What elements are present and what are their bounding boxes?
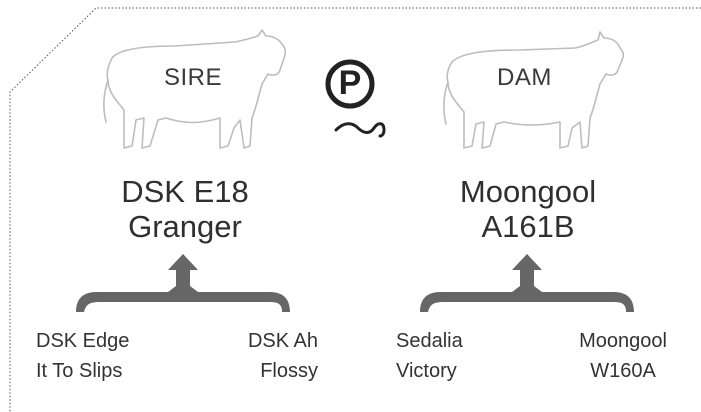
sire-parent-left-line1: DSK Edge bbox=[36, 330, 130, 352]
sire-cow-icon bbox=[103, 29, 287, 149]
dam-label: DAM bbox=[497, 64, 552, 91]
dam-bracket bbox=[420, 254, 634, 312]
sire-name-line2: Granger bbox=[128, 209, 242, 244]
sire-parent-right-line1: DSK Ah bbox=[247, 330, 318, 352]
dam-parent-left-line2: Victory bbox=[396, 360, 457, 382]
sire-parent-left-line2: It To Slips bbox=[36, 360, 123, 382]
frame-border bbox=[9, 7, 701, 412]
polled-icon bbox=[325, 59, 386, 138]
polled-letter: P bbox=[338, 64, 362, 102]
dam-name-line2: A161B bbox=[481, 209, 575, 244]
sire-bracket bbox=[76, 254, 290, 312]
dam-parent-left-line1: Sedalia bbox=[396, 330, 463, 352]
dam-parent-right: Moongool W160A bbox=[568, 326, 678, 386]
sire-name-line1: DSK E18 bbox=[121, 174, 249, 209]
sire-parent-right: DSK Ah Flossy bbox=[218, 326, 318, 386]
dam-cow-icon bbox=[443, 31, 625, 149]
dam-parent-right-line1: Moongool bbox=[579, 330, 667, 352]
dam-name-line1: Moongool bbox=[459, 174, 597, 209]
dam-name: Moongool A161B bbox=[418, 174, 638, 244]
sire-label: SIRE bbox=[164, 64, 223, 91]
sire-parent-right-line2: Flossy bbox=[260, 360, 318, 382]
dam-parent-right-line2: W160A bbox=[590, 360, 656, 382]
sire-name: DSK E18 Granger bbox=[75, 174, 295, 244]
sire-parent-left: DSK Edge It To Slips bbox=[36, 326, 129, 386]
dam-parent-left: Sedalia Victory bbox=[396, 326, 463, 386]
